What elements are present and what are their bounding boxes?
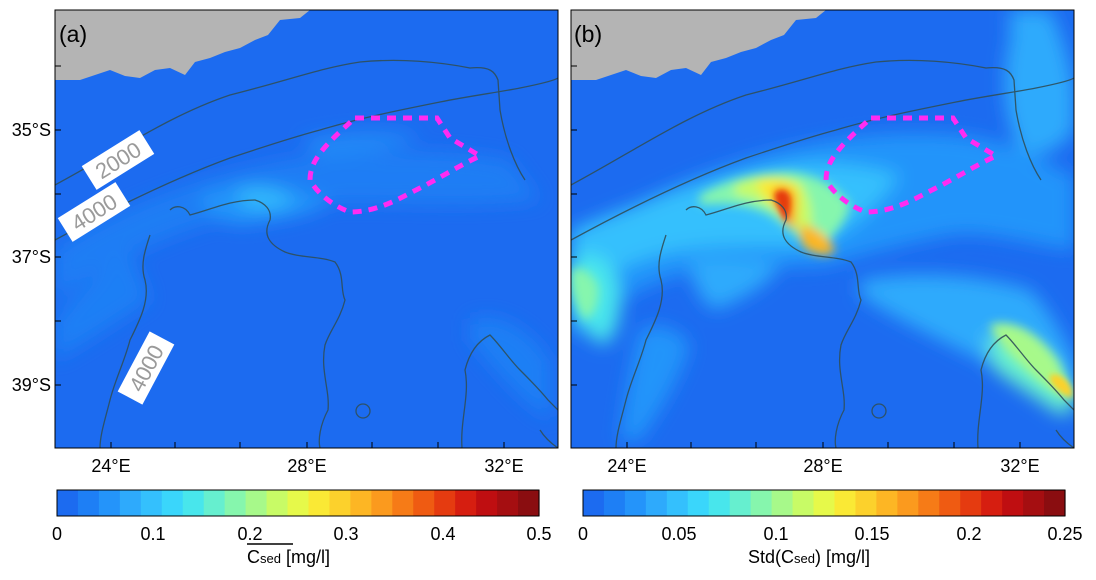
colorbar-cell-b [771,490,794,516]
colorbar-cells-b [583,490,1066,516]
colorbar-cells-a [57,490,540,516]
cbar-a-tick-2: 0.2 [237,524,262,544]
colorbar-ticks-a: 0 0.1 0.2 0.3 0.4 0.5 [52,524,552,544]
colorbar-cell-b [603,490,626,516]
x-tick-28E-a: 28°E [287,456,326,476]
x-tick-24E-b: 24°E [607,456,646,476]
x-tick-labels-b: 24°E 28°E 32°E [607,456,1039,476]
colorbar-cell-b [813,490,836,516]
colorbar-cell-a [518,490,540,516]
colorbar-cell-b [1044,490,1066,516]
colorbar-cell-a [140,490,163,516]
colorbar-b: 0 0.05 0.1 0.15 0.2 0.25 Std(Csed) [mg/l… [578,489,1083,567]
colorbar-cell-b [583,490,605,516]
colorbar-cell-a [98,490,121,516]
colorbar-cell-a [371,490,393,516]
colorbar-cell-a [287,490,310,516]
colorbar-cell-b [876,490,898,516]
colorbar-cell-a [392,490,414,516]
y-tick-37S: 37°S [12,247,51,267]
y-tick-39S: 39°S [12,375,51,395]
map-panel-b: (b) [570,9,1075,449]
cbar-a-tick-5: 0.5 [526,524,551,544]
colorbar-a: 0 0.1 0.2 0.3 0.4 0.5 Csed [mg/l] [52,489,552,567]
colorbar-cell-b [687,490,710,516]
x-tick-32E-a: 32°E [484,456,523,476]
colorbar-cell-b [1002,490,1024,516]
colorbar-cell-b [834,490,857,516]
colorbar-cell-a [77,490,100,516]
colorbar-cell-a [434,490,456,516]
y-tick-35S: 35°S [12,120,51,140]
colorbar-cell-b [939,490,961,516]
panel-label-b: (b) [574,21,602,47]
cbar-a-tick-4: 0.4 [430,524,455,544]
colorbar-frame-b [582,489,1066,517]
colorbar-cell-b [981,490,1003,516]
colorbar-cell-b [624,490,647,516]
x-tick-28E-b: 28°E [803,456,842,476]
colorbar-cell-a [224,490,247,516]
colorbar-cell-b [855,490,877,516]
colorbar-cell-b [960,490,982,516]
colorbar-cell-a [119,490,142,516]
colorbar-frame-a [56,489,540,517]
axis-ticks [55,65,1021,448]
colorbar-cell-b [918,490,940,516]
cbar-b-tick-0: 0 [578,524,588,544]
cbar-a-tick-1: 0.1 [140,524,165,544]
colorbar-cell-b [792,490,815,516]
colorbar-cell-a [455,490,477,516]
panel-label-a: (a) [59,21,87,47]
x-tick-32E-b: 32°E [1000,456,1039,476]
colorbar-cell-b [729,490,752,516]
colorbar-cell-a [203,490,226,516]
colorbar-cell-a [182,490,205,516]
colorbar-cell-b [645,490,668,516]
colorbar-title-b: Std(Csed) [mg/l] [748,547,870,567]
colorbar-cell-a [266,490,289,516]
colorbar-cell-a [161,490,184,516]
colorbar-cell-a [329,490,351,516]
land-a [55,10,310,80]
cbar-b-tick-2: 0.1 [763,524,788,544]
x-tick-24E-a: 24°E [91,456,130,476]
y-tick-labels: 35°S 37°S 39°S [12,120,51,395]
cbar-b-tick-1: 0.05 [661,524,696,544]
cbar-b-tick-3: 0.15 [854,524,889,544]
colorbar-title-a: Csed [mg/l] [247,547,330,567]
cbar-a-tick-0: 0 [52,524,62,544]
survey-outline-a [307,115,486,215]
colorbar-cell-a [413,490,435,516]
colorbar-cell-b [750,490,773,516]
colorbar-cell-a [497,490,519,516]
colorbar-cell-a [308,490,331,516]
colorbar-ticks-b: 0 0.05 0.1 0.15 0.2 0.25 [578,524,1083,544]
map-panel-a: 2000 4000 4000 (a) [54,9,559,449]
colorbar-cell-a [476,490,498,516]
cbar-b-tick-4: 0.2 [956,524,981,544]
colorbar-cell-b [897,490,919,516]
colorbar-cell-a [57,490,79,516]
cbar-a-tick-3: 0.3 [333,524,358,544]
colorbar-cell-a [245,490,268,516]
colorbar-cell-b [708,490,731,516]
colorbar-cell-b [666,490,689,516]
land-b [571,10,826,80]
cbar-b-tick-5: 0.25 [1047,524,1082,544]
colorbar-cell-a [350,490,372,516]
colorbar-cell-b [1023,490,1045,516]
x-tick-labels-a: 24°E 28°E 32°E [91,456,523,476]
survey-outline-b [823,115,1002,215]
variability-field-b [571,10,1074,440]
